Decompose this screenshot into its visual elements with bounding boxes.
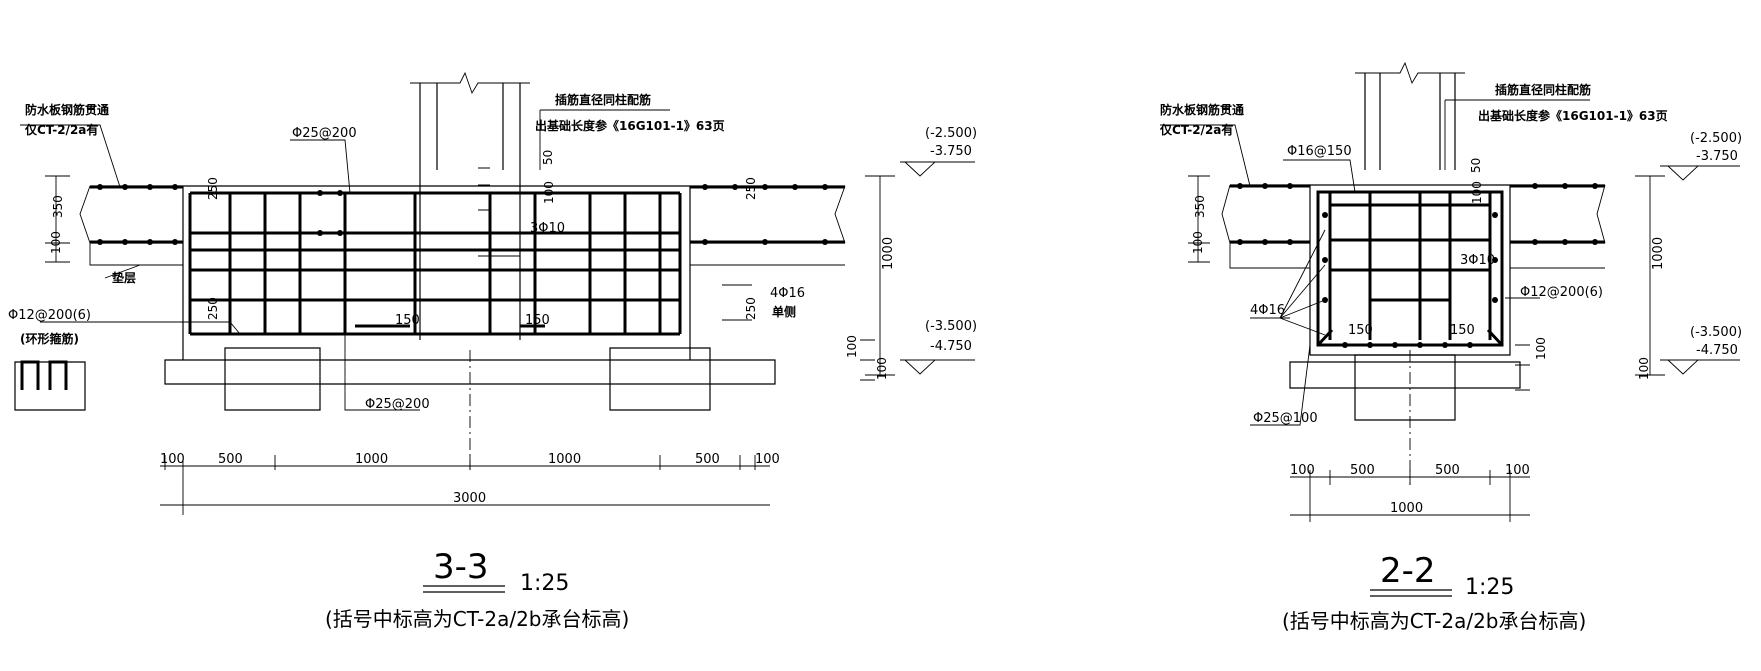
dim-100-vert-b-b: 100 — [1637, 357, 1651, 380]
rebar-top-label: Φ25@200 — [292, 126, 357, 141]
dim-250-d: 250 — [744, 297, 758, 320]
dim-100-vert-b: 100 — [875, 357, 889, 380]
dim-100-left: 100 — [160, 452, 185, 467]
section-2-2: 防水板钢筋贯通 仅CT-2/2a有 插筋直径同柱配筋 出基础长度参《16G101… — [1159, 61, 1742, 633]
dim-100-b-l: 100 — [1290, 463, 1315, 478]
dim-100-b-left: 100 — [1191, 231, 1205, 254]
anchor-length-label-b: 出基础长度参《16G101-1》63页 — [1478, 108, 1668, 123]
rebar-top-label-b: Φ16@150 — [1287, 144, 1352, 159]
section-note-3-3: (括号中标高为CT-2a/2b承台标高) — [325, 607, 629, 631]
anchor-length-label: 出基础长度参《16G101-1》63页 — [535, 118, 725, 133]
dim-350: 350 — [51, 195, 65, 218]
section-note-2-2: (括号中标高为CT-2a/2b承台标高) — [1282, 609, 1586, 633]
dim-1000-b: 1000 — [548, 452, 581, 467]
rebar-side-note: 单侧 — [772, 304, 796, 319]
waterproof-label-1: 防水板钢筋贯通 — [25, 102, 109, 117]
elev-top-b: -3.750 — [1696, 149, 1738, 164]
section-scale-3-3: 1:25 — [520, 571, 569, 596]
section-scale-2-2: 1:25 — [1465, 575, 1514, 600]
elev-bot-bracket-b: (-3.500) — [1690, 325, 1742, 340]
elev-top-bracket: (-2.500) — [925, 126, 977, 141]
elev-bot-b: -4.750 — [1696, 343, 1738, 358]
dim-100-vert-b-a: 100 — [1534, 337, 1548, 360]
dim-100-b-top: 100 — [1470, 181, 1484, 204]
dim-500-right: 500 — [695, 452, 720, 467]
rebar-stirrup-label: 3Φ10 — [530, 221, 565, 236]
dim-500-b-l: 500 — [1350, 463, 1375, 478]
rebar-ring-label: Φ12@200(6) — [8, 308, 91, 323]
dim-1000-a: 1000 — [355, 452, 388, 467]
rebar-bottom-label-b: Φ25@100 — [1253, 411, 1318, 426]
rebar-ring-note: (环形箍筋) — [20, 331, 79, 346]
rebar-side-label: 4Φ16 — [770, 286, 805, 301]
waterproof-label-2: 仅CT-2/2a有 — [24, 122, 98, 137]
dim-500-b-r: 500 — [1435, 463, 1460, 478]
dim-1000-vert: 1000 — [881, 237, 896, 270]
dim-150-b: 150 — [525, 313, 550, 328]
dim-500-left: 500 — [218, 452, 243, 467]
dim-100-right: 100 — [755, 452, 780, 467]
elev-top: -3.750 — [930, 144, 972, 159]
dim-1000-b-total: 1000 — [1390, 501, 1423, 516]
dim-150-b-a: 150 — [1348, 323, 1373, 338]
elev-bot: -4.750 — [930, 339, 972, 354]
dim-250-b: 250 — [206, 297, 220, 320]
dim-50: 50 — [541, 150, 555, 165]
rebar-ring-label-b: Φ12@200(6) — [1520, 285, 1603, 300]
elev-bot-bracket: (-3.500) — [925, 319, 977, 334]
section-3-3: 防水板钢筋贯通 仅CT-2/2a有 插筋直径同柱配筋 出基础长度参《16G101… — [8, 71, 977, 631]
rebar-stirrup-label-b: 3Φ10 — [1460, 253, 1495, 268]
dim-100-b: 100 — [542, 181, 556, 204]
section-title-2-2: 2-2 — [1380, 551, 1436, 591]
cushion-label: 垫层 — [112, 270, 136, 285]
dim-150-a: 150 — [395, 313, 420, 328]
dim-50-b: 50 — [1469, 158, 1483, 173]
insert-rebar-label-b: 插筋直径同柱配筋 — [1495, 82, 1591, 97]
elev-top-bracket-b: (-2.500) — [1690, 131, 1742, 146]
dim-1000-vert-b: 1000 — [1651, 237, 1666, 270]
dim-100-b-r: 100 — [1505, 463, 1530, 478]
rebar-side-label-b: 4Φ16 — [1250, 303, 1285, 318]
rebar-bottom-label: Φ25@200 — [365, 397, 430, 412]
section-title-3-3: 3-3 — [433, 547, 489, 587]
dim-250-c: 250 — [744, 177, 758, 200]
dim-3000: 3000 — [453, 491, 486, 506]
dim-150-b-b: 150 — [1450, 323, 1475, 338]
insert-rebar-label: 插筋直径同柱配筋 — [555, 92, 651, 107]
dim-100-vert-a: 100 — [845, 335, 859, 358]
dim-100: 100 — [49, 231, 63, 254]
dim-350-b: 350 — [1193, 195, 1207, 218]
dim-250-a: 250 — [206, 177, 220, 200]
waterproof-label-1-b: 防水板钢筋贯通 — [1160, 102, 1244, 117]
waterproof-label-2-b: 仅CT-2/2a有 — [1159, 122, 1233, 137]
